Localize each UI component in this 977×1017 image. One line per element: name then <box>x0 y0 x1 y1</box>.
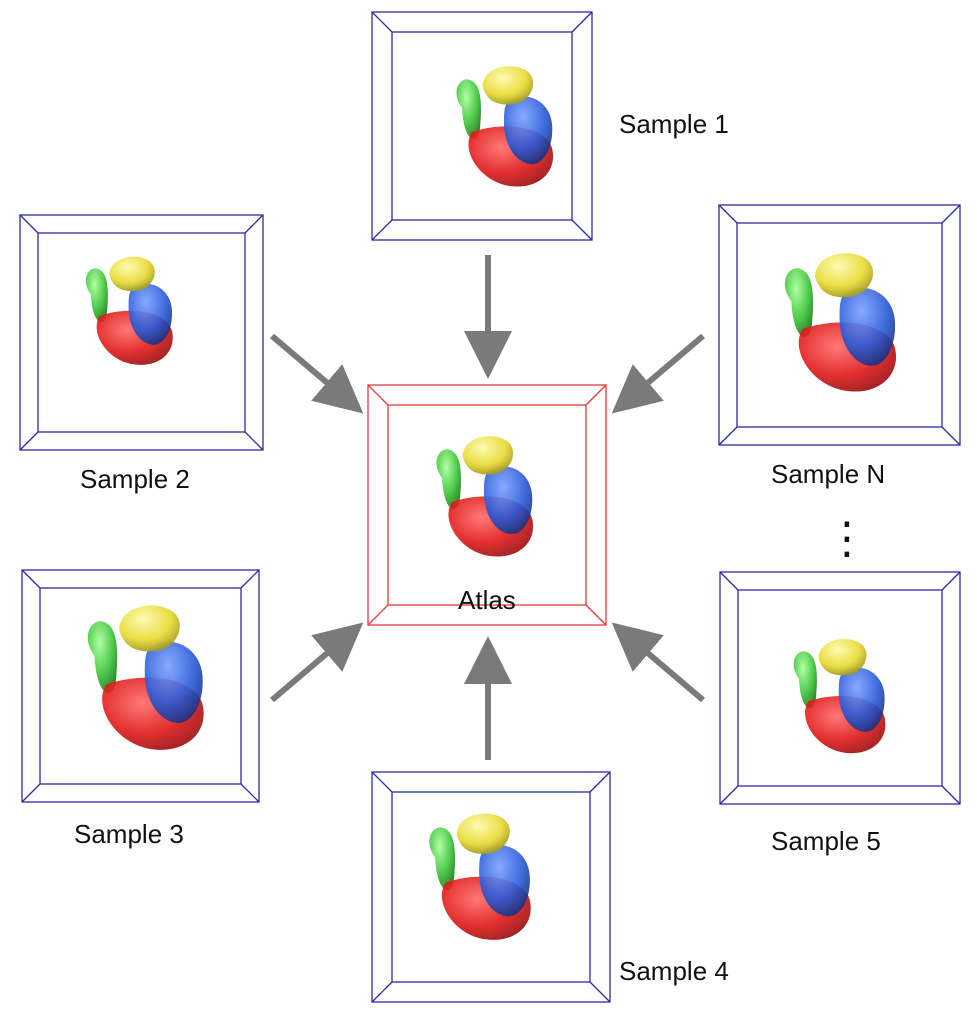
sample-3-heart-model <box>87 605 204 750</box>
right-chamber-shape <box>479 845 530 917</box>
atlas-edge-0 <box>367 384 389 406</box>
sample-1-back-face <box>391 31 573 221</box>
sample-n-edge-2 <box>718 426 738 446</box>
sample-n-heart-model <box>784 253 897 392</box>
sample-n-front-face <box>718 204 961 446</box>
sample-5-edge-2 <box>719 785 739 805</box>
right-chamber-shape <box>838 667 885 732</box>
sample-n-edge-3 <box>941 426 961 446</box>
vessel-shape <box>456 79 481 140</box>
sample-5-heart-model <box>793 638 886 754</box>
right-chamber-shape <box>128 283 173 345</box>
vessel-shape <box>436 449 461 510</box>
right-chamber-shape <box>839 287 896 366</box>
sample-4-label: Sample 4 <box>619 956 729 986</box>
sample-1-edge-2 <box>371 219 393 241</box>
sample-3-label: Sample 3 <box>74 819 184 849</box>
sample-4-heart-model <box>429 813 531 940</box>
sample-2-edge-3 <box>244 431 264 451</box>
atlas-volume <box>367 384 607 626</box>
arrow-sample-2-to-atlas <box>270 333 364 414</box>
sample-2-front-face <box>19 214 264 451</box>
vessel-shape <box>793 651 817 709</box>
sample-5-label: Sample 5 <box>771 826 881 856</box>
sample-1-front-face <box>371 11 593 241</box>
atrium-shape <box>456 813 510 854</box>
sample-3-edge-3 <box>240 783 260 803</box>
sample-2-label: Sample 2 <box>80 464 190 494</box>
sample-5-back-face <box>737 589 943 787</box>
sample-1-label: Sample 1 <box>619 109 729 139</box>
sample-4-back-face <box>391 791 591 983</box>
sample-n-edge-1 <box>941 204 961 224</box>
sample-2-heart-model <box>85 256 173 365</box>
sample-2-edge-0 <box>19 214 39 234</box>
atlas-edge-3 <box>585 604 607 626</box>
atlas-edge-1 <box>585 384 607 406</box>
sample-n-label: Sample N <box>771 459 885 489</box>
sample-4-edge-1 <box>589 771 611 793</box>
sample-1-volume <box>371 11 593 241</box>
sample-2-back-face <box>37 232 246 433</box>
atlas-label: Atlas <box>458 585 516 615</box>
vessel-shape <box>784 268 814 337</box>
sample-5-front-face <box>719 571 961 805</box>
arrow-sample-3-to-atlas <box>270 622 364 703</box>
sample-2-volume <box>19 214 264 451</box>
arrows <box>270 255 705 760</box>
sample-5-volume <box>719 571 961 805</box>
vessel-shape <box>429 827 456 891</box>
sample-n-back-face <box>736 222 943 428</box>
sample-5-edge-3 <box>941 785 961 805</box>
vessel-shape <box>87 621 118 693</box>
atlas-edge-2 <box>367 604 389 626</box>
sample-3-front-face <box>21 569 260 803</box>
sample-5-edge-1 <box>941 571 961 591</box>
atlas-front-face <box>367 384 607 626</box>
atrium-shape <box>818 638 867 676</box>
right-chamber-shape <box>144 641 203 723</box>
sample-n-edge-0 <box>718 204 738 224</box>
sample-5-edge-0 <box>719 571 739 591</box>
atrium-shape <box>482 66 534 105</box>
sample-4-edge-2 <box>371 981 393 1003</box>
volume-boxes <box>19 11 961 1003</box>
sample-n-volume <box>718 204 961 446</box>
sample-1-edge-0 <box>371 11 393 33</box>
right-chamber-shape <box>504 96 553 165</box>
arrow-sample-5-to-atlas <box>611 622 705 703</box>
sample-3-volume <box>21 569 260 803</box>
atlas-back-face <box>387 404 587 606</box>
sample-4-front-face <box>371 771 611 1003</box>
atrium-shape <box>119 605 180 652</box>
sample-4-volume <box>371 771 611 1003</box>
ellipsis: ⋮ <box>825 513 869 564</box>
sample-2-edge-2 <box>19 431 39 451</box>
sample-1-edge-3 <box>571 219 593 241</box>
sample-3-back-face <box>39 587 242 785</box>
vessel-shape <box>85 268 108 323</box>
arrow-sample-n-to-atlas <box>611 333 705 414</box>
atrium-shape <box>815 253 874 298</box>
sample-4-edge-3 <box>589 981 611 1003</box>
sample-2-edge-1 <box>244 214 264 234</box>
atrium-shape <box>109 256 155 292</box>
right-chamber-shape <box>484 466 533 535</box>
sample-1-heart-model <box>456 66 554 187</box>
atlas-heart-model <box>436 436 534 557</box>
sample-3-edge-0 <box>21 569 41 589</box>
atrium-shape <box>462 436 514 475</box>
sample-3-edge-2 <box>21 783 41 803</box>
sample-3-edge-1 <box>240 569 260 589</box>
sample-4-edge-0 <box>371 771 393 793</box>
sample-1-edge-1 <box>571 11 593 33</box>
